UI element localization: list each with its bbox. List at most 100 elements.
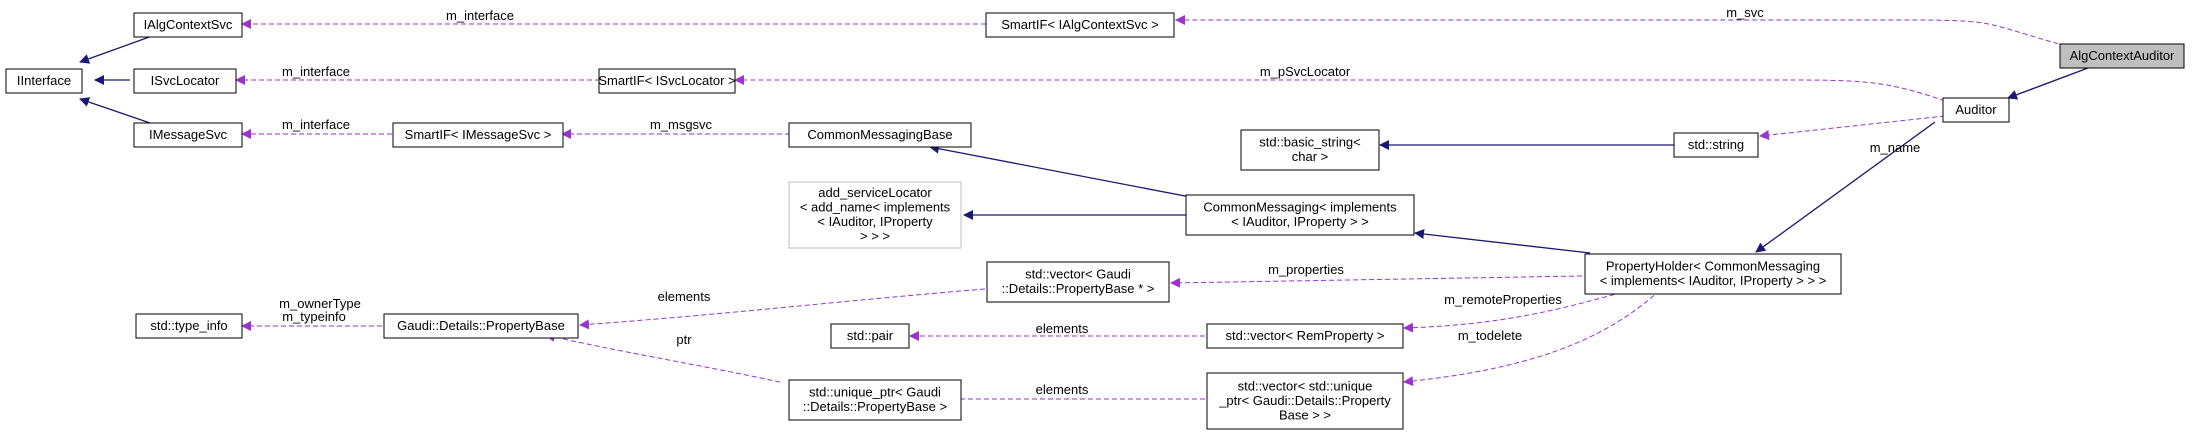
- node-label-commonmessaging-impl-line-1: CommonMessaging< implements: [1203, 200, 1397, 215]
- edge-propertybase-to-vector-propertybase: [579, 288, 986, 330]
- node-box-vector-propertybase[interactable]: [986, 261, 1170, 303]
- node-label-add-servicelocator-line-4: > > >: [860, 229, 890, 244]
- node-label-vector-propertybase-line-1: std::vector< Gaudi: [1025, 267, 1131, 282]
- node-box-propertybase[interactable]: [383, 313, 579, 339]
- node-label-vector-propertybase-line-2: ::Details::PropertyBase * >: [1002, 281, 1155, 296]
- node-box-commonmessaging-impl[interactable]: [1185, 194, 1415, 236]
- node-label-unique-ptr-propertybase-line-2: ::Details::PropertyBase >: [803, 399, 947, 414]
- edge-label-ialgcontextsvc-to-smartif: m_interface: [446, 8, 514, 23]
- node-smartif-ialgcontextsvc[interactable]: SmartIF< IAlgContextSvc >: [985, 12, 1175, 38]
- node-commonmessaging-impl[interactable]: CommonMessaging< implements< IAuditor, I…: [1185, 194, 1415, 236]
- node-commonmessagingbase[interactable]: CommonMessagingBase: [788, 122, 972, 148]
- node-auditor[interactable]: Auditor: [1942, 97, 2010, 123]
- node-label-ialgcontextsvc: IAlgContextSvc: [144, 17, 233, 32]
- edge-label-vector-remproperty-to-propertyholder: m_remoteProperties: [1444, 292, 1562, 307]
- node-box-std-pair[interactable]: [830, 323, 910, 349]
- edge-std-string-to-auditor: [1759, 115, 1946, 141]
- edge-iinterface-to-imessagesvc: [79, 97, 151, 124]
- node-label-std-pair: std::pair: [847, 328, 894, 343]
- edge-label-vector-propertybase-to-propertyholder: m_properties: [1268, 262, 1344, 277]
- node-box-commonmessagingbase[interactable]: [788, 122, 972, 148]
- node-smartif-isvclocator[interactable]: SmartIF< ISvcLocator >: [598, 68, 736, 94]
- node-std-basic-string[interactable]: std::basic_string<char >: [1240, 129, 1380, 171]
- node-box-std-type-info[interactable]: [135, 313, 243, 339]
- node-box-smartif-ialgcontextsvc[interactable]: [985, 12, 1175, 38]
- node-label-std-basic-string-line-1: std::basic_string<: [1259, 135, 1361, 150]
- node-label-std-basic-string-line-2: char >: [1292, 149, 1329, 164]
- node-imessagesvc[interactable]: IMessageSvc: [133, 122, 243, 148]
- node-label-vector-remproperty: std::vector< RemProperty >: [1226, 328, 1385, 343]
- node-label-vector-unique-ptr-line-3: Base > >: [1279, 407, 1331, 422]
- node-propertyholder[interactable]: PropertyHolder< CommonMessaging< impleme…: [1584, 253, 1842, 295]
- node-label-add-servicelocator-line-3: < IAuditor, IProperty: [817, 214, 933, 229]
- node-label-vector-unique-ptr-line-2: _ptr< Gaudi::Details::Property: [1218, 393, 1391, 408]
- edge-label-propertybase-to-vector-propertybase: elements: [658, 289, 711, 304]
- node-label-std-string: std::string: [1688, 137, 1744, 152]
- node-label-iinterface: IInterface: [17, 73, 71, 88]
- node-isvclocator[interactable]: ISvcLocator: [133, 68, 237, 94]
- node-box-smartif-imessagesvc[interactable]: [392, 122, 564, 148]
- node-box-iinterface[interactable]: [5, 68, 83, 94]
- edge-iinterface-to-ialgcontextsvc: [79, 35, 153, 64]
- node-label-algcontextauditor: AlgContextAuditor: [2070, 48, 2175, 63]
- edge-commonmessaging-impl-to-propertyholder: [1414, 229, 1591, 254]
- node-label-smartif-imessagesvc: SmartIF< IMessageSvc >: [405, 127, 552, 142]
- node-box-std-basic-string[interactable]: [1240, 129, 1380, 171]
- node-std-type-info[interactable]: std::type_info: [135, 313, 243, 339]
- edge-propertyholder-to-auditor: [1755, 121, 1936, 253]
- edge-label-smartif-isvclocator-to-auditor: m_pSvcLocator: [1260, 64, 1351, 79]
- node-box-imessagesvc[interactable]: [133, 122, 243, 148]
- node-box-vector-unique-ptr[interactable]: [1206, 372, 1404, 430]
- edge-vector-unique-ptr-to-propertyholder: [1403, 289, 1661, 387]
- node-box-vector-remproperty[interactable]: [1206, 323, 1404, 349]
- edge-label-vector-unique-ptr-to-propertyholder: m_todelete: [1458, 328, 1522, 343]
- edge-auditor-to-algcontextauditor: [2007, 67, 2089, 100]
- edge-label-unique-ptr-to-vector-unique-ptr: elements: [1036, 382, 1089, 397]
- edge-vector-remproperty-to-propertyholder: [1403, 289, 1631, 333]
- node-box-ialgcontextsvc[interactable]: [133, 12, 243, 38]
- node-vector-propertybase[interactable]: std::vector< Gaudi::Details::PropertyBas…: [986, 261, 1170, 303]
- node-label-propertyholder-line-1: PropertyHolder< CommonMessaging: [1606, 259, 1820, 274]
- node-iinterface[interactable]: IInterface: [5, 68, 83, 94]
- edge-label-std-pair-to-vector-remproperty: elements: [1036, 321, 1089, 336]
- node-box-smartif-isvclocator[interactable]: [598, 68, 736, 94]
- node-vector-remproperty[interactable]: std::vector< RemProperty >: [1206, 323, 1404, 349]
- node-label-smartif-isvclocator: SmartIF< ISvcLocator >: [598, 73, 735, 88]
- edge-propertybase-to-unique-ptr: [545, 332, 781, 383]
- node-label-propertybase: Gaudi::Details::PropertyBase: [397, 318, 565, 333]
- edge-label-imessagesvc-to-smartif: m_interface: [282, 117, 350, 132]
- node-label-isvclocator: ISvcLocator: [151, 73, 220, 88]
- node-unique-ptr-propertybase[interactable]: std::unique_ptr< Gaudi::Details::Propert…: [788, 379, 962, 421]
- edge-label-std-string-to-auditor: m_name: [1870, 140, 1921, 155]
- node-box-unique-ptr-propertybase[interactable]: [788, 379, 962, 421]
- node-box-add-servicelocator[interactable]: [788, 181, 962, 249]
- node-box-propertyholder[interactable]: [1584, 253, 1842, 295]
- node-vector-unique-ptr[interactable]: std::vector< std::unique_ptr< Gaudi::Det…: [1206, 372, 1404, 430]
- edge-label-std-type-info-to-propertybase-1: m_ownerType: [279, 296, 361, 311]
- node-label-commonmessaging-impl-line-2: < IAuditor, IProperty > >: [1231, 214, 1369, 229]
- edge-label-smartif-imessagesvc-to-commonmessagingbase: m_msgsvc: [650, 117, 713, 132]
- edge-smartif-isvclocator-to-auditor: [734, 75, 1946, 102]
- node-ialgcontextsvc[interactable]: IAlgContextSvc: [133, 12, 243, 38]
- node-label-unique-ptr-propertybase-line-1: std::unique_ptr< Gaudi: [809, 385, 941, 400]
- node-box-isvclocator[interactable]: [133, 68, 237, 94]
- node-box-std-string[interactable]: [1673, 132, 1759, 158]
- node-smartif-imessagesvc[interactable]: SmartIF< IMessageSvc >: [392, 122, 564, 148]
- node-label-propertyholder-line-2: < implements< IAuditor, IProperty > > >: [1600, 273, 1827, 288]
- node-label-add-servicelocator-line-2: < add_name< implements: [800, 200, 951, 215]
- edge-smartif-ialgcontextsvc-to-algcontextauditor: [1175, 15, 2067, 47]
- node-box-auditor[interactable]: [1942, 97, 2010, 123]
- node-label-auditor: Auditor: [1955, 102, 1997, 117]
- node-std-pair[interactable]: std::pair: [830, 323, 910, 349]
- node-label-add-servicelocator-line-1: add_serviceLocator: [818, 185, 932, 200]
- node-label-vector-unique-ptr-line-1: std::vector< std::unique: [1238, 378, 1373, 393]
- node-box-algcontextauditor[interactable]: [2059, 43, 2185, 69]
- node-label-std-type-info: std::type_info: [150, 318, 227, 333]
- edge-label-smartif-ialgcontextsvc-to-algcontextauditor: m_svc: [1726, 5, 1764, 20]
- node-label-commonmessagingbase: CommonMessagingBase: [807, 127, 952, 142]
- node-std-string[interactable]: std::string: [1673, 132, 1759, 158]
- node-propertybase[interactable]: Gaudi::Details::PropertyBase: [383, 313, 579, 339]
- node-add-servicelocator[interactable]: add_serviceLocator< add_name< implements…: [788, 181, 962, 249]
- node-algcontextauditor[interactable]: AlgContextAuditor: [2059, 43, 2185, 69]
